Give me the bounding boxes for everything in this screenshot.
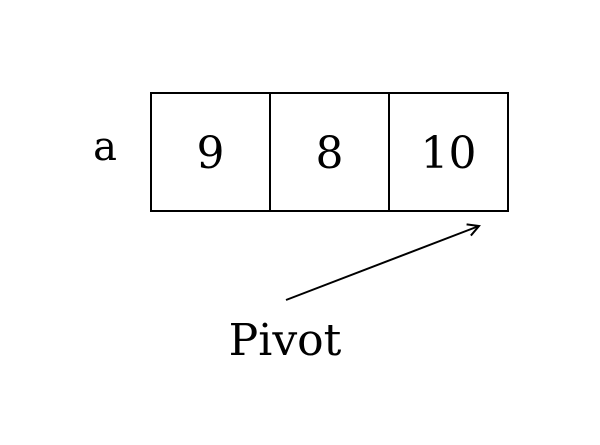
array-cell-value: 8 xyxy=(316,128,344,179)
array-cell-box xyxy=(388,92,509,212)
pivot-label: Pivot xyxy=(229,315,342,366)
array-cell: 8 xyxy=(269,92,390,212)
array-cells: 9 8 10 xyxy=(150,92,509,212)
array-cell: 10 xyxy=(388,92,509,212)
pivot-arrow xyxy=(285,226,479,301)
array-cell: 9 xyxy=(150,92,271,212)
array-cell-value: 9 xyxy=(197,128,225,179)
array-cell-value: 10 xyxy=(421,128,477,179)
array-name-label: a xyxy=(93,124,117,170)
